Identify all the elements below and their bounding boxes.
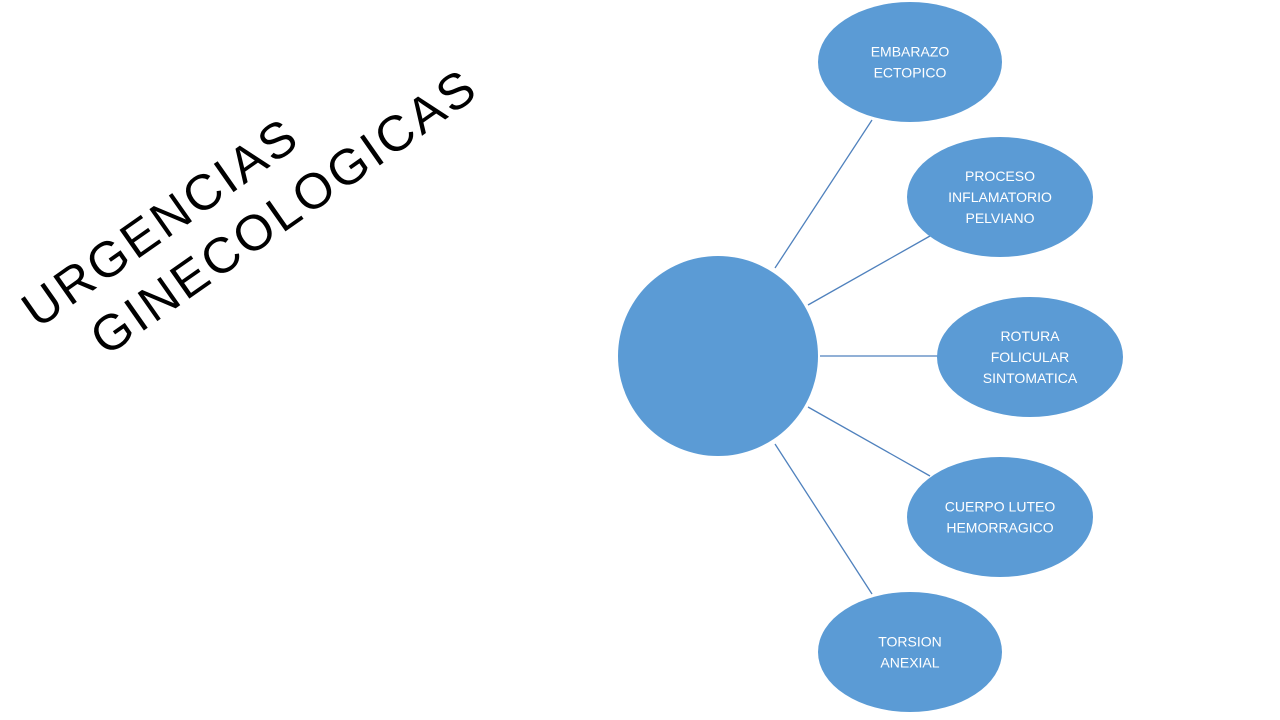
child-node-label: ROTURA (1000, 328, 1060, 344)
child-node-1: EMBARAZO ECTOPICO (818, 2, 1002, 122)
child-node-5: TORSION ANEXIAL (818, 592, 1002, 712)
connector-line-1 (774, 119, 873, 269)
child-node-shape (907, 457, 1093, 577)
child-node-label: EMBARAZO (871, 44, 950, 60)
connectors (774, 119, 938, 595)
connector-line-2 (807, 235, 931, 306)
child-node-3: ROTURA FOLICULAR SINTOMATICA (937, 297, 1123, 417)
child-nodes: EMBARAZO ECTOPICO PROCESO INFLAMATORIO PELVI… (818, 2, 1123, 712)
child-node-shape (937, 297, 1123, 417)
child-node-label: INFLAMATORIO (948, 189, 1052, 205)
child-node-label: HEMORRAGICO (946, 520, 1053, 536)
child-node-label: ECTOPICO (874, 65, 947, 81)
center-node (618, 256, 818, 456)
child-node-label: PROCESO (965, 168, 1035, 184)
child-node-label: PELVIANO (966, 210, 1035, 226)
child-node-2: PROCESO INFLAMATORIO PELVIANO (907, 137, 1093, 257)
child-node-shape (818, 592, 1002, 712)
child-node-4: CUERPO LUTEO HEMORRAGICO (907, 457, 1093, 577)
child-node-label: SINTOMATICA (983, 370, 1078, 386)
child-node-label: CUERPO LUTEO (945, 499, 1056, 515)
connector-line-5 (774, 443, 873, 595)
connector-line-4 (807, 406, 931, 477)
child-node-label: ANEXIAL (880, 655, 939, 671)
child-node-label: FOLICULAR (991, 349, 1070, 365)
child-node-shape (907, 137, 1093, 257)
child-node-shape (818, 2, 1002, 122)
child-node-label: TORSION (878, 634, 942, 650)
